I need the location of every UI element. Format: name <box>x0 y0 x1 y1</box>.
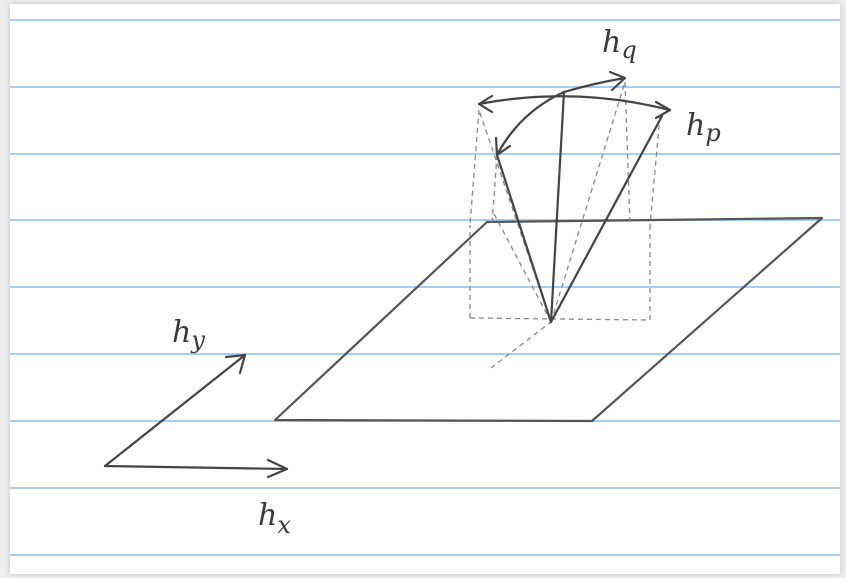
label-hy: hy <box>172 315 205 354</box>
label-hp: hp <box>686 108 721 147</box>
x-arrowhead <box>266 458 289 479</box>
vectors <box>495 90 664 324</box>
axes <box>103 353 289 479</box>
rotation-arcs <box>477 70 672 157</box>
arc-down-left <box>495 90 566 157</box>
ruled-lines <box>10 19 840 556</box>
notebook-paper: hq hp hy hx <box>10 4 840 574</box>
y-arrowhead <box>224 353 247 375</box>
y-axis-arrow <box>103 353 247 468</box>
arc-hp-to-left <box>477 95 672 112</box>
arrowhead-hq <box>608 70 627 92</box>
x-axis-arrow <box>103 464 289 471</box>
vector-to-left <box>495 153 553 324</box>
vector-to-hp <box>549 114 664 324</box>
ground-plane <box>273 216 824 423</box>
pencil-sketch-diagram: hq hp hy hx <box>10 19 840 556</box>
arc-hq <box>562 76 627 94</box>
label-hx: hx <box>258 498 291 539</box>
vertical-vector <box>549 90 566 324</box>
arrowhead-right <box>654 100 672 120</box>
arrowhead-down-left <box>494 136 512 157</box>
label-hq: hq <box>602 25 637 64</box>
projection-dashed-lines <box>469 81 661 369</box>
arrowhead-left <box>477 94 494 114</box>
